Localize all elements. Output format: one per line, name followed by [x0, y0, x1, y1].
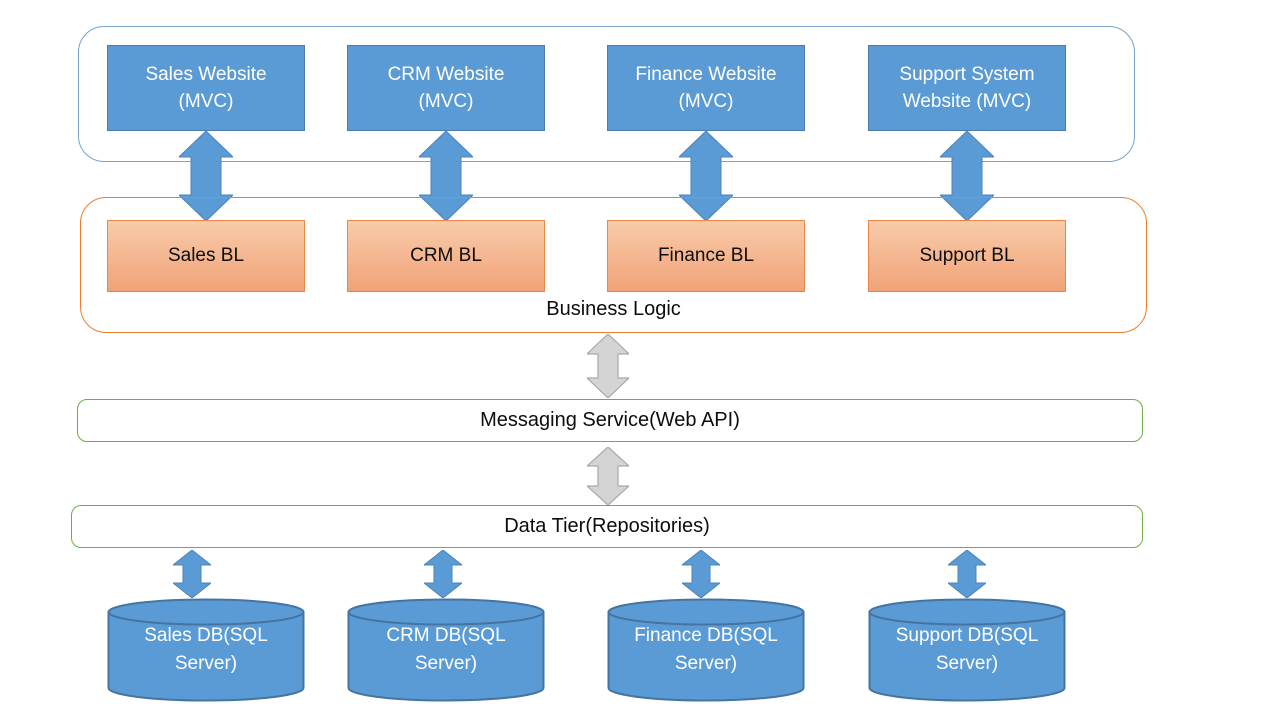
db-label-line: Support DB(SQL — [895, 625, 1039, 646]
db-label-line: Server) — [674, 653, 738, 674]
node-label: CRM BL — [410, 245, 482, 266]
double-arrow-icon-bl-messaging — [587, 334, 629, 398]
node-label-line: (MVC) — [178, 91, 234, 112]
db-label: Support DB(SQL Server) — [868, 622, 1066, 678]
node-crm-bl: CRM BL — [347, 220, 545, 292]
double-arrow-icon-messaging-datatier — [587, 447, 629, 505]
database-cylinder-icon — [607, 598, 805, 702]
double-arrow-icon-datatier-crmdb — [424, 550, 462, 598]
db-label-line: Sales DB(SQL — [144, 625, 268, 646]
data-tier-label: Data Tier(Repositories) — [504, 515, 710, 537]
presentation-tier-container — [78, 26, 1135, 162]
messaging-service-bar: Messaging Service(Web API) — [77, 399, 1143, 442]
node-label-line: (MVC) — [418, 91, 474, 112]
node-crm-db: CRM DB(SQL Server) — [347, 598, 545, 702]
node-sales-bl: Sales BL — [107, 220, 305, 292]
node-label-line: Support System — [899, 64, 1035, 85]
node-label-line: Finance Website — [635, 64, 777, 85]
db-label: CRM DB(SQL Server) — [347, 622, 545, 678]
double-arrow-icon-crm-web-bl — [419, 131, 473, 221]
node-label-line: Sales Website — [145, 64, 267, 85]
node-label-line: CRM Website — [387, 64, 505, 85]
database-cylinder-icon — [347, 598, 545, 702]
db-label-line: Server) — [935, 653, 999, 674]
double-arrow-icon-finance-web-bl — [679, 131, 733, 221]
node-sales-website: Sales Website (MVC) — [107, 45, 305, 131]
db-label: Finance DB(SQL Server) — [607, 622, 805, 678]
node-support-db: Support DB(SQL Server) — [868, 598, 1066, 702]
double-arrow-icon-sales-web-bl — [179, 131, 233, 221]
double-arrow-icon-support-web-bl — [940, 131, 994, 221]
db-label-line: Finance DB(SQL — [634, 625, 778, 646]
data-tier-bar: Data Tier(Repositories) — [71, 505, 1143, 548]
node-label-line: Website (MVC) — [902, 91, 1032, 112]
database-cylinder-icon — [107, 598, 305, 702]
db-label: Sales DB(SQL Server) — [107, 622, 305, 678]
node-finance-db: Finance DB(SQL Server) — [607, 598, 805, 702]
node-finance-website: Finance Website (MVC) — [607, 45, 805, 131]
node-crm-website: CRM Website (MVC) — [347, 45, 545, 131]
node-finance-bl: Finance BL — [607, 220, 805, 292]
node-label: Sales BL — [167, 245, 245, 266]
db-label-line: CRM DB(SQL — [386, 625, 506, 646]
node-label: Finance BL — [657, 245, 755, 266]
double-arrow-icon-datatier-financedb — [682, 550, 720, 598]
database-cylinder-icon — [868, 598, 1066, 702]
node-label: Support BL — [919, 245, 1015, 266]
business-tier-label: Business Logic — [546, 298, 681, 320]
double-arrow-icon-datatier-supportdb — [948, 550, 986, 598]
db-label-line: Server) — [174, 653, 238, 674]
business-tier-container — [80, 197, 1147, 333]
node-label-line: (MVC) — [678, 91, 734, 112]
db-label-line: Server) — [414, 653, 478, 674]
node-support-bl: Support BL — [868, 220, 1066, 292]
double-arrow-icon-datatier-salesdb — [173, 550, 211, 598]
node-sales-db: Sales DB(SQL Server) — [107, 598, 305, 702]
messaging-service-label: Messaging Service(Web API) — [480, 409, 740, 431]
node-support-website: Support System Website (MVC) — [868, 45, 1066, 131]
